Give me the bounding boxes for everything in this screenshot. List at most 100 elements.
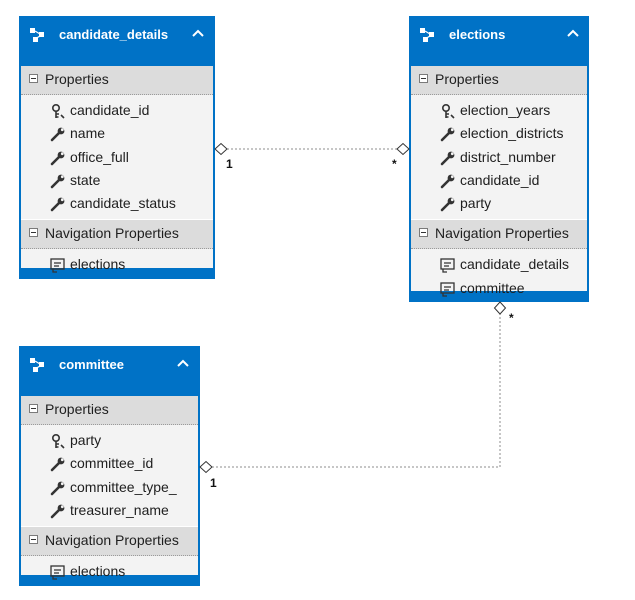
wrench-icon bbox=[50, 457, 65, 472]
entity-header[interactable]: committee bbox=[19, 346, 200, 384]
collapse-section-icon[interactable] bbox=[29, 535, 38, 545]
property-name: candidate_id bbox=[70, 102, 150, 118]
association-committee-elections[interactable] bbox=[199, 301, 507, 474]
property-row[interactable]: candidate_id bbox=[411, 169, 587, 192]
wrench-icon bbox=[50, 197, 65, 212]
property-row[interactable]: committee_id bbox=[21, 452, 198, 475]
multiplicity-label: * bbox=[392, 157, 397, 171]
navigation-property-icon bbox=[50, 565, 65, 580]
entity-type-icon bbox=[420, 28, 434, 42]
collapse-icon[interactable] bbox=[177, 358, 189, 368]
collapse-section-icon[interactable] bbox=[29, 404, 38, 413]
property-row[interactable]: party bbox=[21, 429, 198, 452]
collapse-section-icon[interactable] bbox=[29, 228, 38, 238]
property-name: committee_id bbox=[70, 455, 154, 472]
wrench-icon bbox=[440, 174, 455, 189]
entity-body: Properties candidate_id name office_full… bbox=[21, 66, 213, 274]
entity-title: candidate_details bbox=[59, 27, 169, 42]
section-label: Navigation Properties bbox=[45, 532, 179, 549]
wrench-icon bbox=[50, 151, 65, 165]
property-name: name bbox=[70, 125, 106, 142]
navigation-name: elections bbox=[70, 563, 126, 580]
collapse-section-icon[interactable] bbox=[29, 74, 38, 83]
property-name: election_years bbox=[460, 102, 551, 118]
property-name: election_districts bbox=[460, 125, 564, 142]
entity-elections[interactable]: elections Properties election_years elec… bbox=[409, 16, 589, 302]
collapse-icon[interactable] bbox=[567, 28, 579, 38]
association-end-diamond bbox=[493, 301, 507, 315]
properties-section-header[interactable]: Properties bbox=[21, 66, 213, 95]
collapse-icon[interactable] bbox=[192, 28, 204, 38]
collapse-section-icon[interactable] bbox=[419, 228, 428, 238]
association-end-diamond bbox=[199, 460, 213, 474]
navigation-section-header[interactable]: Navigation Properties bbox=[21, 526, 198, 557]
multiplicity-label: 1 bbox=[226, 157, 233, 171]
navigation-row[interactable]: elections bbox=[21, 253, 213, 276]
property-name: candidate_status bbox=[70, 195, 176, 212]
property-row[interactable]: committee_type_ bbox=[21, 476, 198, 499]
multiplicity-label: * bbox=[509, 311, 514, 325]
wrench-icon bbox=[50, 504, 65, 519]
wrench-icon bbox=[440, 127, 455, 142]
property-row[interactable]: election_districts bbox=[411, 122, 587, 145]
property-name: district_number bbox=[460, 148, 556, 165]
collapse-section-icon[interactable] bbox=[419, 74, 428, 83]
section-label: Properties bbox=[45, 71, 109, 87]
properties-section-header[interactable]: Properties bbox=[411, 66, 587, 95]
property-row[interactable]: election_years bbox=[411, 99, 587, 122]
property-row[interactable]: party bbox=[411, 192, 587, 215]
entity-type-icon bbox=[30, 358, 44, 372]
entity-title: committee bbox=[59, 357, 125, 372]
wrench-icon bbox=[50, 174, 65, 189]
entity-committee[interactable]: committee Properties party committee_id … bbox=[19, 346, 200, 586]
navigation-section-header[interactable]: Navigation Properties bbox=[411, 219, 587, 250]
navigation-section-header[interactable]: Navigation Properties bbox=[21, 219, 213, 250]
property-name: state bbox=[70, 171, 101, 188]
entity-header[interactable]: elections bbox=[409, 16, 589, 54]
property-name: party bbox=[460, 195, 492, 212]
navigation-property-icon bbox=[440, 282, 455, 297]
entity-body: Properties election_years election_distr… bbox=[411, 66, 587, 297]
property-name: office_full bbox=[70, 148, 129, 165]
navigation-property-icon bbox=[50, 258, 65, 274]
navigation-name: candidate_details bbox=[460, 256, 569, 273]
entity-body: Properties party committee_id committee_… bbox=[21, 396, 198, 580]
navigation-row[interactable]: candidate_details bbox=[411, 253, 587, 276]
entity-type-icon bbox=[30, 28, 44, 42]
property-row[interactable]: state bbox=[21, 169, 213, 192]
association-end-diamond bbox=[396, 142, 410, 156]
section-label: Navigation Properties bbox=[435, 225, 569, 242]
entity-title: elections bbox=[449, 27, 506, 42]
key-icon bbox=[441, 103, 455, 119]
entity-candidate-details[interactable]: candidate_details Properties candidate_i… bbox=[19, 16, 215, 279]
section-label: Navigation Properties bbox=[45, 225, 179, 242]
property-row[interactable]: treasurer_name bbox=[21, 499, 198, 522]
wrench-icon bbox=[50, 127, 65, 142]
navigation-row[interactable]: elections bbox=[21, 560, 198, 583]
property-name: committee_type_ bbox=[70, 478, 177, 495]
wrench-icon bbox=[440, 197, 455, 212]
property-name: party bbox=[70, 432, 102, 448]
association-candidate-elections[interactable] bbox=[214, 142, 410, 156]
properties-section-header[interactable]: Properties bbox=[21, 396, 198, 425]
multiplicity-label: 1 bbox=[210, 476, 217, 490]
property-row[interactable]: district_number bbox=[411, 146, 587, 169]
wrench-icon bbox=[50, 481, 65, 495]
property-row[interactable]: name bbox=[21, 122, 213, 145]
navigation-name: elections bbox=[70, 256, 126, 273]
section-label: Properties bbox=[435, 71, 499, 87]
property-row[interactable]: office_full bbox=[21, 146, 213, 169]
property-row[interactable]: candidate_status bbox=[21, 192, 213, 215]
navigation-name: committee bbox=[460, 279, 525, 296]
property-name: treasurer_name bbox=[70, 501, 169, 518]
navigation-row[interactable]: committee bbox=[411, 277, 587, 300]
property-name: candidate_id bbox=[460, 171, 540, 188]
wrench-icon bbox=[440, 151, 455, 165]
property-row[interactable]: candidate_id bbox=[21, 99, 213, 122]
entity-header[interactable]: candidate_details bbox=[19, 16, 215, 54]
navigation-property-icon bbox=[440, 258, 455, 274]
key-icon bbox=[51, 433, 65, 449]
section-label: Properties bbox=[45, 401, 109, 417]
association-end-diamond bbox=[214, 142, 228, 156]
